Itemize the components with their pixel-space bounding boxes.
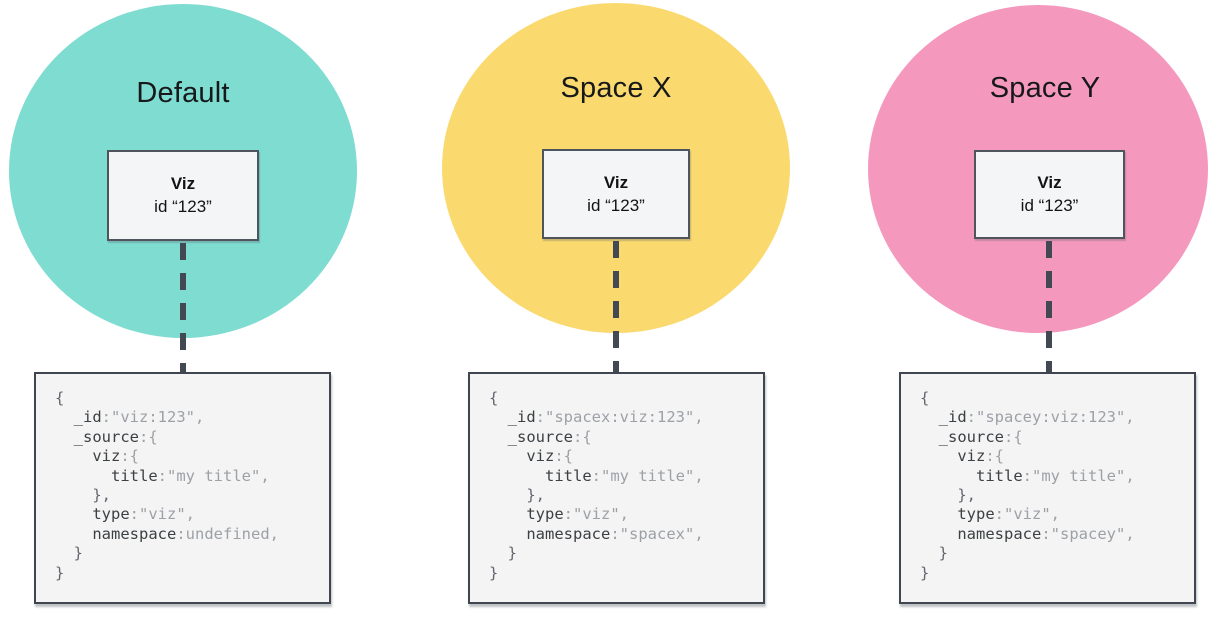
code-line: title:"my title", (111, 466, 270, 485)
code-line: title:"my title", (545, 466, 704, 485)
code-line: viz:{ (526, 447, 573, 466)
code-line: _id:"viz:123", (73, 408, 205, 427)
viz-card-id: id “123” (587, 195, 645, 215)
code-line: } (55, 544, 83, 563)
connector-dashed-line-default (180, 243, 186, 373)
viz-card-space-x: Viz id “123” (542, 149, 690, 239)
viz-card-default: Viz id “123” (107, 150, 259, 241)
document-code-block-space-y: { _id:"spacey:viz:123", _source:{ viz:{ … (899, 372, 1196, 604)
code-line: namespace:"spacex", (526, 524, 704, 543)
code-line: } (489, 563, 499, 582)
code-line: _source:{ (73, 427, 158, 446)
code-line: type:"viz", (957, 505, 1060, 524)
code-line: } (55, 563, 65, 582)
space-title-default: Default (136, 77, 230, 109)
code-line: _source:{ (507, 427, 592, 446)
code-line: }, (920, 486, 976, 505)
viz-card-title: Viz (1037, 173, 1062, 192)
code-line: }, (489, 486, 545, 505)
viz-card-title: Viz (603, 172, 629, 192)
code-line: }, (55, 486, 111, 505)
document-code-block-default: { _id:"viz:123", _source:{ viz:{ title:"… (34, 372, 331, 604)
code-line: namespace:"spacey", (957, 524, 1135, 543)
code-line: } (920, 563, 930, 582)
connector-dashed-line-space-x (613, 241, 619, 373)
code-line: } (920, 544, 948, 563)
code-line: type:"viz", (526, 505, 629, 524)
space-title-y: Space Y (989, 72, 1101, 104)
code-line: } (489, 544, 517, 563)
code-line: _id:"spacey:viz:123", (938, 408, 1135, 427)
code-line: namespace:undefined, (92, 524, 279, 543)
code-line: { (489, 389, 499, 407)
viz-card-id: id “123” (154, 197, 212, 216)
code-line: title:"my title", (976, 466, 1135, 485)
viz-card-title: Viz (170, 174, 196, 193)
code-line: { (55, 389, 65, 407)
document-code-block-space-x: { _id:"spacex:viz:123", _source:{ viz:{ … (468, 372, 765, 604)
code-line: type:"viz", (92, 505, 195, 524)
code-line: viz:{ (957, 447, 1004, 466)
connector-dashed-line-space-y (1046, 241, 1052, 373)
space-title-x: Space X (560, 72, 672, 104)
viz-card-space-y: Viz id “123” (974, 150, 1125, 239)
viz-card-id: id “123” (1020, 196, 1079, 215)
code-line: { (920, 389, 930, 407)
code-line: _id:"spacex:viz:123", (507, 408, 704, 427)
code-line: viz:{ (92, 447, 139, 466)
code-line: _source:{ (938, 427, 1023, 446)
